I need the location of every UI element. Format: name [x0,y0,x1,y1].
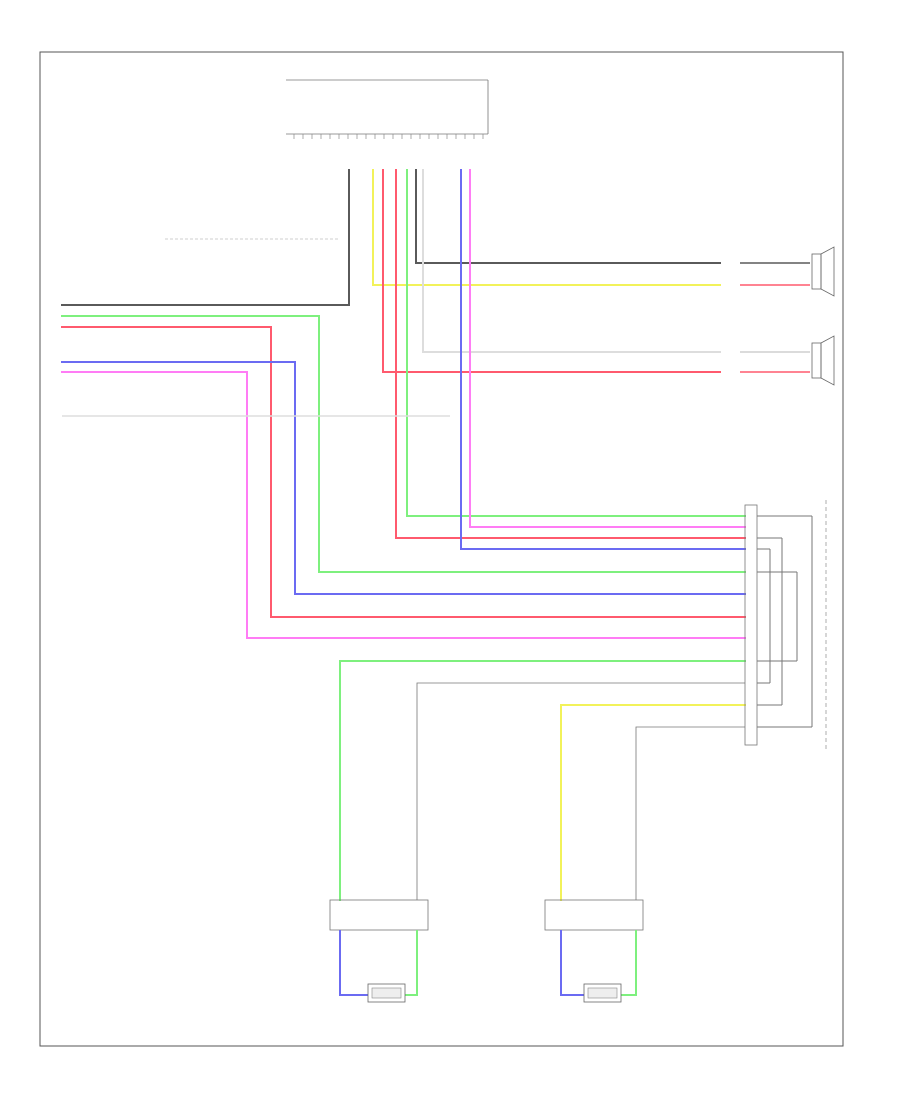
right-rear-speaker-assembly [544,899,644,1003]
wire-pink-2 [61,371,746,639]
diagram-frame [39,51,844,1047]
wires [61,169,810,901]
wire-red-2 [395,169,746,539]
connector-pins [293,134,484,139]
wire-black-3 [416,682,745,900]
front-left-speaker-upper [811,246,835,297]
wire-white-1 [422,169,721,353]
wire-black-1 [61,169,350,306]
wire-blue-1 [460,169,746,550]
head-unit-connector [286,79,489,139]
junction-connector [744,500,827,750]
wire-green-1 [406,169,746,517]
wire-yellow-2 [560,704,746,901]
wire-pink-1 [469,169,746,528]
wire-red-1 [382,169,721,373]
wire-red-3 [61,326,746,618]
wire-black-2 [415,169,721,264]
wire-yellow-1 [372,169,721,286]
wire-green-3 [339,660,746,901]
wire-blue-2 [61,361,746,595]
wire-green-2 [61,315,746,573]
front-right-speaker-upper [811,335,835,386]
wire-black-4 [635,726,745,900]
left-rear-speaker-assembly [329,899,429,1003]
